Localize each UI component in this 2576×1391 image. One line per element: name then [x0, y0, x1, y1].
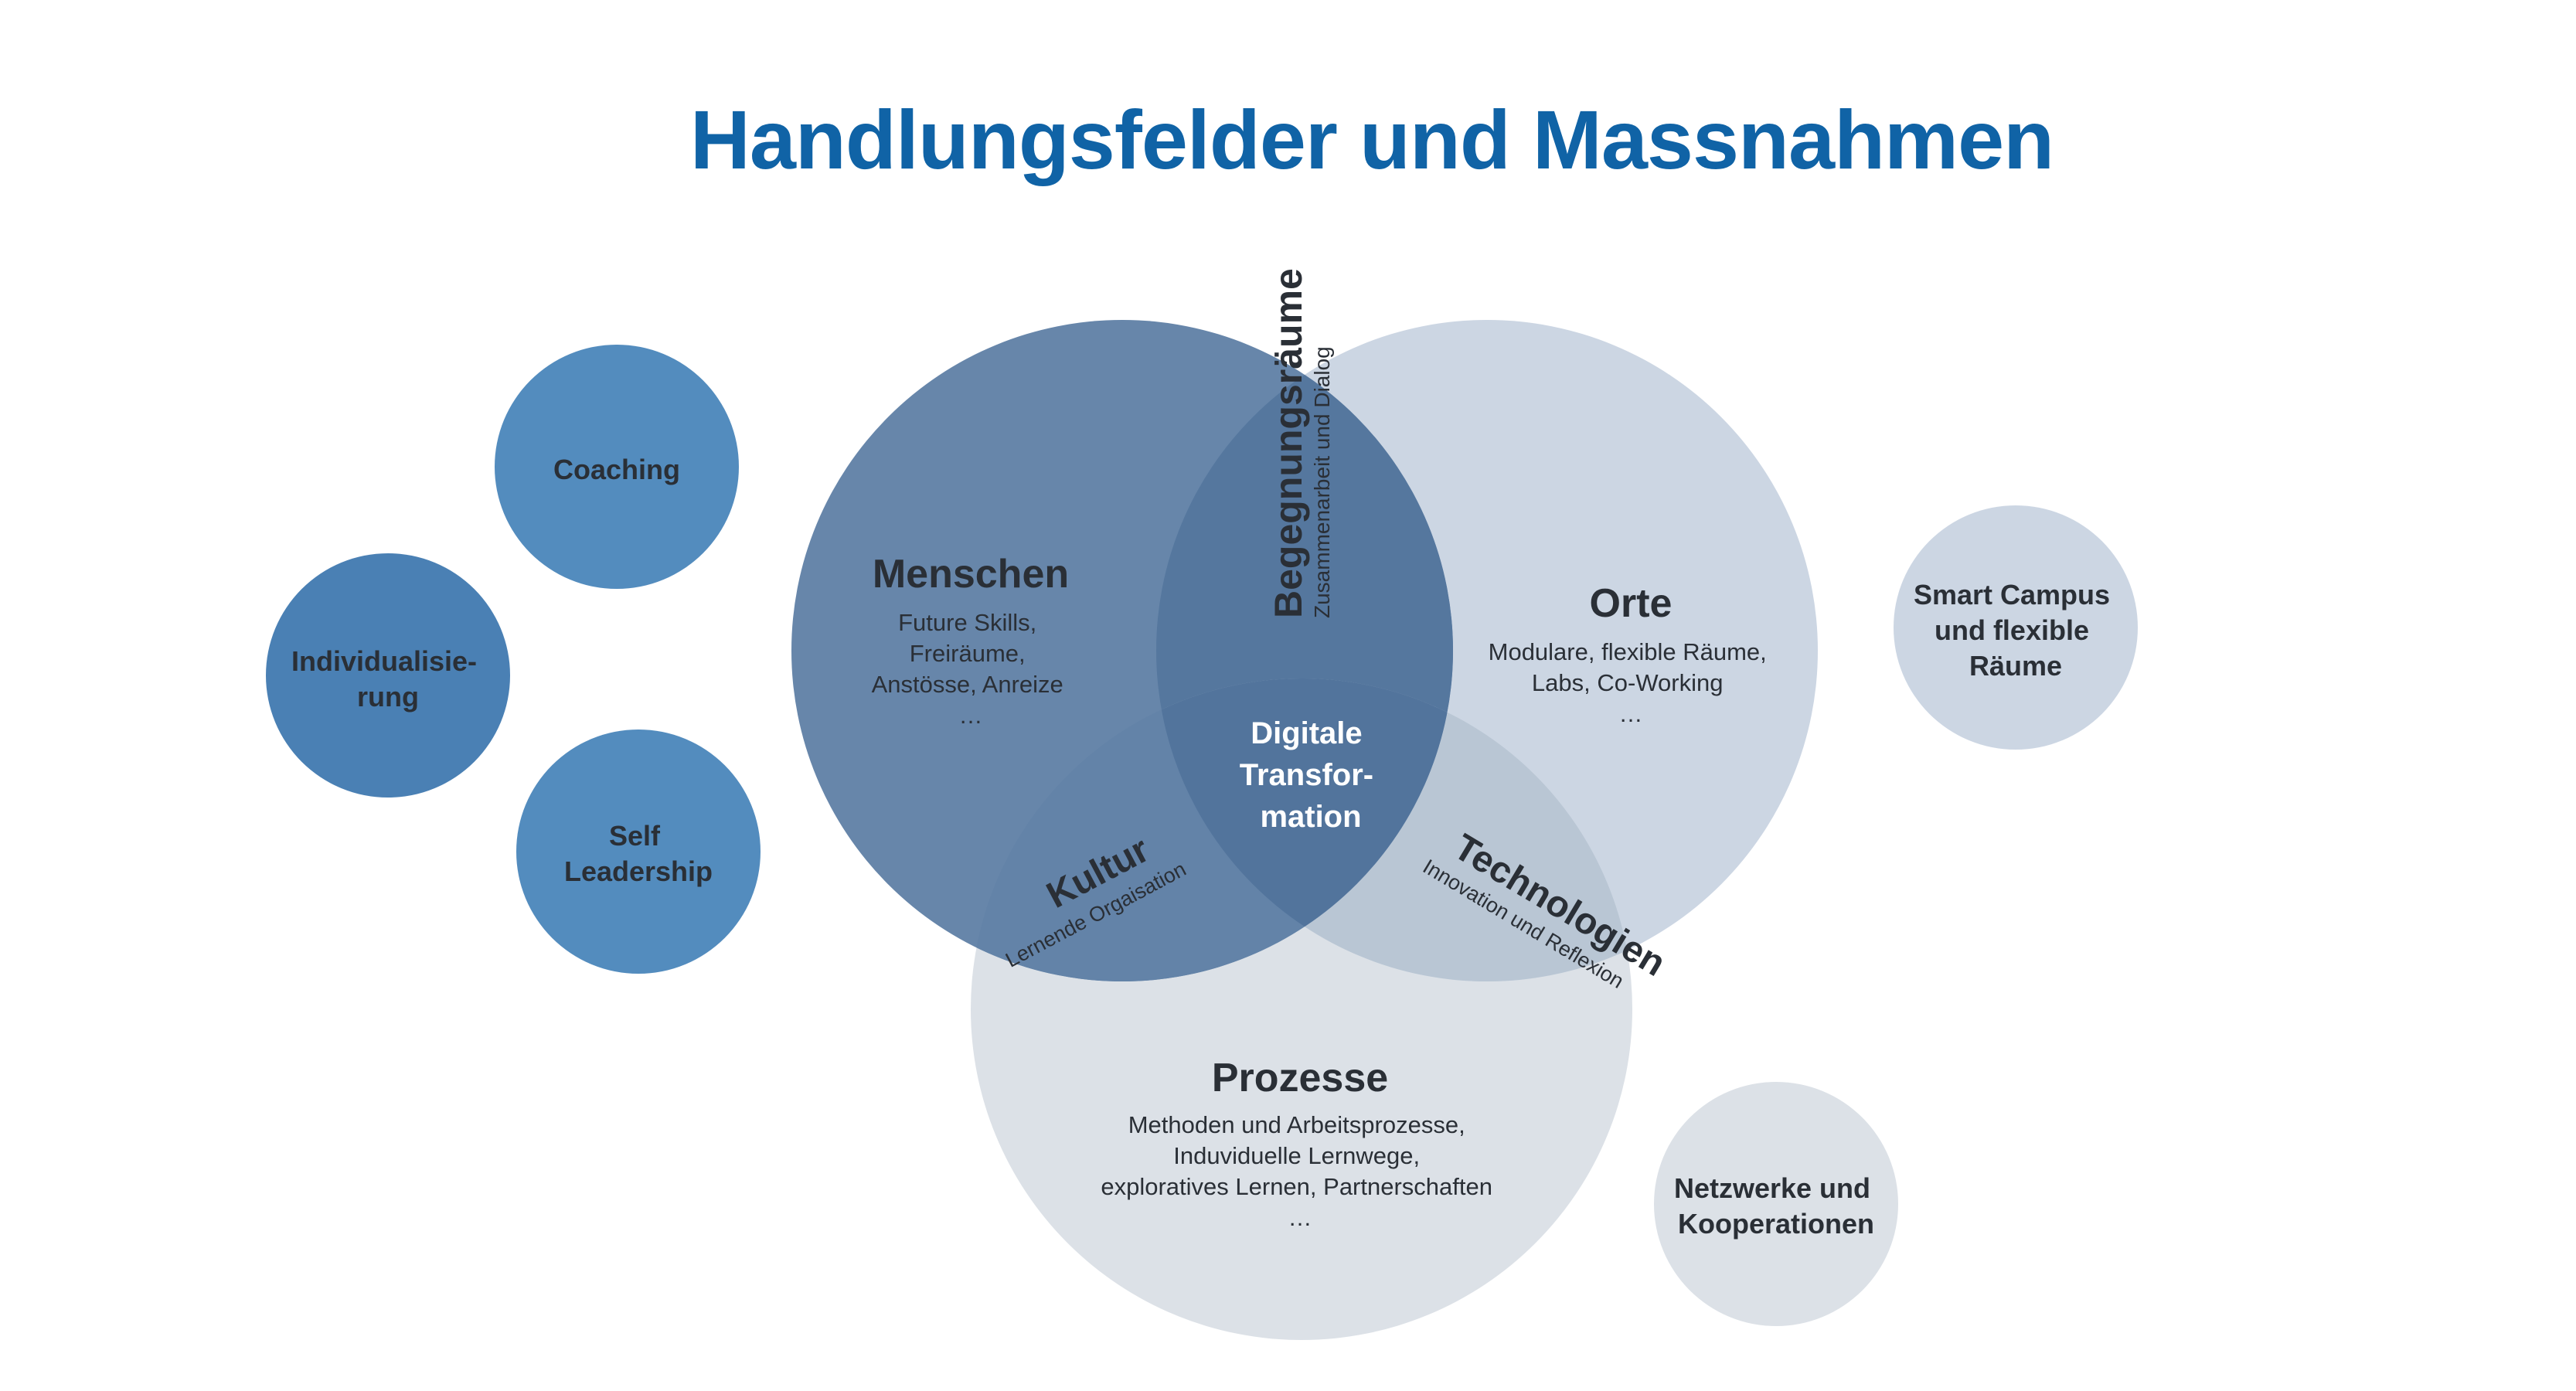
orte-line: Modulare, flexible Räume,	[1489, 638, 1767, 665]
bubble-line: Räume	[1969, 650, 2062, 682]
bubble-line: Smart Campus	[1914, 579, 2110, 610]
bubble-coaching	[495, 345, 739, 589]
bubble-line: rung	[357, 681, 419, 713]
prozesse-line: Induviduelle Lernwege,	[1173, 1142, 1420, 1169]
center-line: mation	[1260, 800, 1361, 834]
center-line: Transfor-	[1240, 758, 1373, 792]
center-line: Digitale	[1251, 716, 1362, 750]
begegnungsraeume-label: Begegnungsräume Zusammenarbeit und Dialo…	[1267, 268, 1334, 618]
bubble-line: Leadership	[564, 855, 713, 887]
prozesse-text: Methoden und Arbeitsprozesse, Induviduel…	[1101, 1111, 1499, 1231]
menschen-heading: Menschen	[873, 552, 1069, 597]
bubble-line: Netzwerke und	[1674, 1172, 1870, 1204]
bubble-line: Individualisie-	[291, 645, 477, 677]
prozesse-line: exploratives Lernen, Partnerschaften	[1101, 1173, 1492, 1200]
bubble-netzwerke	[1654, 1082, 1898, 1326]
overlap-orte-prozesse	[1156, 678, 1632, 981]
menschen-line: …	[959, 702, 983, 729]
prozesse-line: Methoden und Arbeitsprozesse,	[1128, 1111, 1465, 1138]
bubble-individualisierung-label: Individualisie- rung	[291, 645, 485, 713]
begegnungsraeume-heading: Begegnungsräume	[1267, 268, 1310, 618]
orte-line: Labs, Co-Working	[1532, 669, 1724, 696]
page-title: Handlungsfelder und Massnahmen	[689, 93, 2054, 186]
begegnungsraeume-sub: Zusammenarbeit und Dialog	[1310, 346, 1334, 618]
menschen-line: Future Skills,	[898, 609, 1036, 636]
bubble-self-leadership	[516, 730, 761, 974]
prozesse-line: …	[1288, 1204, 1312, 1231]
center-text: Digitale Transfor- mation	[1240, 716, 1382, 834]
bubble-line: und flexible	[1935, 614, 2089, 646]
overlap-menschen-prozesse	[971, 678, 1453, 981]
orte-text: Modulare, flexible Räume, Labs, Co-Worki…	[1489, 638, 1774, 727]
bubble-self-leadership-label: Self Leadership	[564, 820, 713, 887]
prozesse-heading: Prozesse	[1212, 1056, 1388, 1100]
bubble-individualisierung	[266, 553, 510, 798]
orte-line: …	[1619, 700, 1643, 727]
bubble-line: Kooperationen	[1678, 1208, 1874, 1240]
bubble-smart-campus-label: Smart Campus und flexible Räume	[1914, 579, 2118, 682]
menschen-line: Anstösse, Anreize	[872, 671, 1063, 698]
bubble-line: Self	[609, 820, 661, 852]
bubble-netzwerke-label: Netzwerke und Kooperationen	[1674, 1172, 1878, 1240]
orte-heading: Orte	[1590, 581, 1673, 626]
bubble-coaching-label: Coaching	[553, 454, 680, 485]
bubble-smart-campus	[1894, 505, 2138, 750]
menschen-text: Future Skills, Freiräume, Anstösse, Anre…	[872, 609, 1070, 729]
menschen-line: Freiräume,	[910, 640, 1026, 667]
